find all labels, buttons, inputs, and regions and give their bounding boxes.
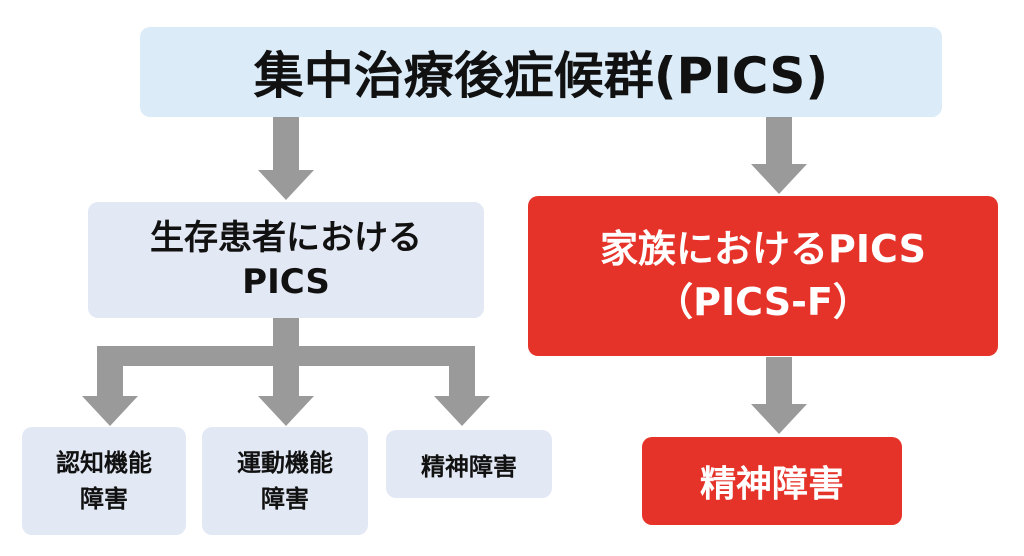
- mental-disorder-patient-label: 精神障害: [421, 452, 517, 481]
- arrow-root-to-patient-head: [258, 170, 314, 200]
- arrow-root-to-patient-shaft: [273, 117, 299, 173]
- arrow-branch-left-shaft: [97, 346, 123, 398]
- arrow-root-to-family-head: [751, 164, 807, 194]
- family-pics-f-node: 家族におけるPICS （PICS-F）: [528, 196, 998, 356]
- root-node-label: 集中治療後症候群(PICS): [253, 47, 829, 105]
- arrow-family-to-child-shaft: [766, 357, 792, 407]
- arrow-branch-left-head: [82, 396, 138, 426]
- mental-disorder-family-node: 精神障害: [642, 437, 902, 525]
- motor-impairment-line2: 障害: [261, 485, 309, 513]
- arrow-branch-middle-head: [258, 396, 314, 426]
- arrow-root-to-family-shaft: [766, 117, 792, 167]
- patient-pics-line1: 生存患者における: [150, 217, 422, 258]
- cognitive-impairment-line1: 認知機能: [56, 449, 152, 477]
- mental-disorder-patient-node: 精神障害: [386, 430, 552, 498]
- family-pics-line1: 家族におけるPICS: [600, 226, 926, 271]
- family-pics-line2: （PICS-F）: [655, 280, 871, 324]
- motor-impairment-line1: 運動機能: [237, 449, 333, 477]
- root-node-pics: 集中治療後症候群(PICS): [140, 27, 942, 117]
- arrow-family-to-child-head: [751, 404, 807, 434]
- arrow-branch-right-shaft: [449, 346, 475, 398]
- mental-disorder-family-label: 精神障害: [699, 464, 844, 505]
- arrow-branch-middle-shaft: [273, 346, 299, 398]
- arrow-branch-right-head: [434, 396, 490, 426]
- patient-pics-node: 生存患者における PICS: [88, 202, 484, 318]
- motor-impairment-node: 運動機能 障害: [202, 427, 368, 535]
- cognitive-impairment-node: 認知機能 障害: [22, 427, 186, 535]
- patient-pics-line2: PICS: [242, 262, 330, 302]
- cognitive-impairment-line2: 障害: [80, 485, 128, 513]
